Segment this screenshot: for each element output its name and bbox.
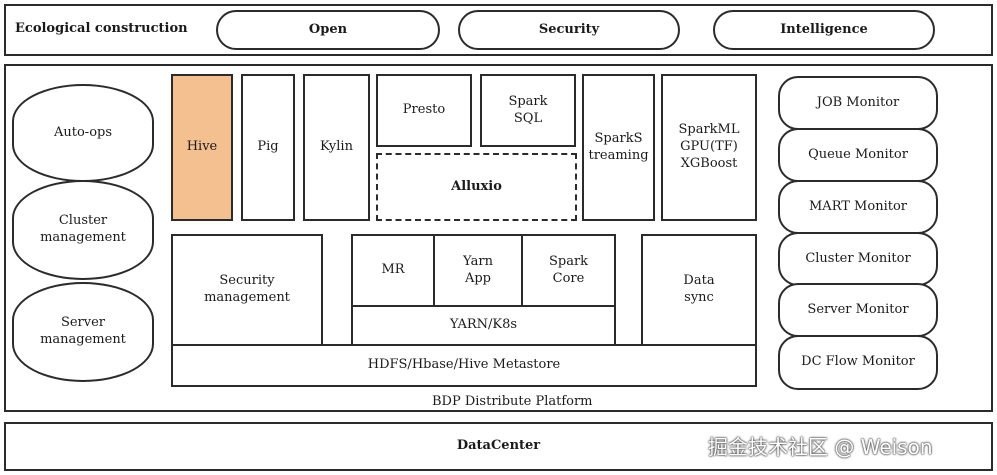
datacenter-bar: DataCenter [4,422,993,471]
yarn-k8s-node: YARN/K8s [351,305,616,346]
alluxio-node: Alluxio [376,153,577,221]
open-pill: Open [216,10,440,50]
mr-node: MR [351,234,435,307]
dc-flow-monitor-node: DC Flow Monitor [778,335,938,390]
security-pill: Security [458,10,680,50]
kylin-node: Kylin [303,74,370,221]
yarn-app-node: Yarn App [433,234,523,307]
platform-label: BDP Distribute Platform [432,394,593,409]
queue-monitor-node: Queue Monitor [778,128,938,182]
spark-sql-node: Spark SQL [480,74,576,147]
auto-ops-node: Auto-ops [12,84,154,182]
spark-core-node: Spark Core [521,234,616,307]
pig-node: Pig [241,74,295,221]
storage-layer: HDFS/Hbase/Hive Metastore [171,344,757,387]
sparkml-node: SparkML GPU(TF) XGBoost [661,74,757,221]
spark-streaming-node: SparkS treaming [582,74,655,221]
server-management-node: Server management [12,282,154,382]
security-management-node: Security management [171,234,323,346]
intelligence-pill: Intelligence [713,10,935,50]
job-monitor-node: JOB Monitor [778,76,938,130]
server-monitor-node: Server Monitor [778,283,938,337]
ecological-construction-label: Ecological construction [15,21,188,36]
watermark-text: 掘金技术社区 @ Weison [708,435,933,459]
data-sync-node: Data sync [641,234,757,346]
cluster-monitor-node: Cluster Monitor [778,232,938,286]
cluster-management-node: Cluster management [12,180,154,280]
hive-node: Hive [171,74,233,221]
mart-monitor-node: MART Monitor [778,180,938,234]
presto-node: Presto [376,74,472,147]
